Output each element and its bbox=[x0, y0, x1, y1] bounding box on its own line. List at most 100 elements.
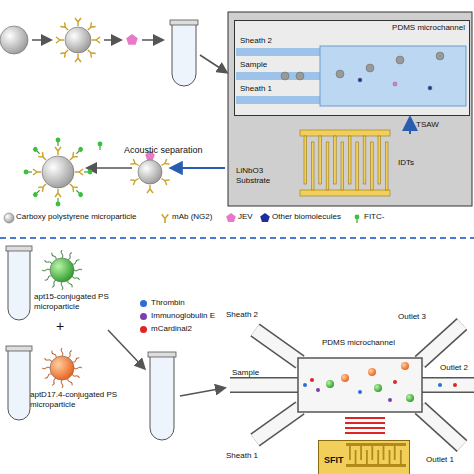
legend-icon bbox=[260, 213, 270, 222]
channel-lumen bbox=[420, 408, 462, 446]
channel-lumen bbox=[230, 379, 300, 392]
channel-wall bbox=[230, 377, 300, 393]
channel-wall bbox=[255, 330, 300, 362]
legend-text: Immunoglobulin E bbox=[151, 311, 215, 321]
channel-particle bbox=[374, 384, 382, 392]
legend-icon bbox=[226, 213, 236, 222]
idt-finger bbox=[341, 142, 344, 190]
channel-lumen bbox=[255, 408, 300, 440]
idt-finger bbox=[371, 142, 374, 190]
label: Outlet 1 bbox=[426, 455, 454, 465]
legend-icon bbox=[162, 214, 169, 223]
label: Sample bbox=[240, 60, 267, 70]
surface-molecule bbox=[42, 367, 50, 369]
idt-finger bbox=[311, 142, 314, 190]
surface-molecule bbox=[56, 198, 61, 206]
channel-particle bbox=[436, 52, 444, 60]
channel-particle bbox=[281, 72, 289, 80]
apt15-bead bbox=[50, 258, 74, 282]
aptD17-bead bbox=[50, 356, 74, 380]
surface-molecule bbox=[61, 380, 63, 388]
jev-virus bbox=[126, 34, 138, 45]
bus-bar bbox=[346, 443, 406, 446]
surface-molecule bbox=[44, 259, 52, 265]
legend-text: Other biomolecules bbox=[272, 212, 341, 222]
surface-molecule bbox=[130, 176, 140, 185]
label: apt15-conjugated PS microparticle bbox=[34, 292, 126, 311]
channel-lumen bbox=[255, 330, 300, 362]
labelled-microparticle bbox=[42, 156, 74, 188]
channel-particle bbox=[366, 64, 374, 72]
test-tube bbox=[8, 350, 30, 420]
surface-molecule bbox=[75, 18, 81, 26]
surface-molecule bbox=[75, 189, 84, 198]
channel-wall bbox=[420, 324, 462, 362]
surface-molecule bbox=[61, 348, 63, 356]
surface-molecule bbox=[72, 275, 80, 281]
surface-molecule bbox=[61, 250, 63, 258]
label: Sheath 1 bbox=[226, 451, 258, 461]
channel-particle bbox=[341, 374, 349, 382]
idt-finger bbox=[363, 136, 366, 184]
surface-molecule bbox=[75, 169, 83, 175]
surface-molecule bbox=[51, 252, 57, 260]
channel-particle bbox=[453, 383, 457, 387]
channel-lumen bbox=[420, 379, 474, 392]
channel-particle bbox=[393, 380, 397, 384]
legend-text: mAb (NG2) bbox=[172, 212, 212, 222]
surface-molecule bbox=[67, 350, 73, 358]
surface-molecule bbox=[74, 367, 82, 369]
idt-finger bbox=[394, 446, 396, 460]
label: + bbox=[56, 318, 64, 335]
surface-molecule bbox=[130, 159, 140, 168]
label: Acoustic separation bbox=[124, 145, 203, 156]
surface-molecule bbox=[56, 37, 64, 43]
channel-particle bbox=[358, 78, 362, 82]
legend-swatch bbox=[140, 300, 147, 307]
label: Sample bbox=[232, 368, 259, 378]
tube-rim bbox=[6, 246, 32, 251]
surface-molecule bbox=[74, 269, 82, 271]
channel-particle bbox=[406, 394, 414, 402]
channel-particle bbox=[336, 70, 344, 78]
captured-microparticle bbox=[138, 160, 162, 184]
surface-molecule bbox=[24, 170, 32, 175]
surface-molecule bbox=[67, 280, 73, 288]
idt-finger bbox=[400, 450, 402, 464]
surface-molecule bbox=[51, 350, 57, 358]
surface-molecule bbox=[51, 280, 57, 288]
surface-molecule bbox=[32, 189, 41, 198]
channel-box: PDMS microchannel bbox=[234, 20, 470, 116]
surface-molecule bbox=[44, 357, 52, 363]
surface-molecule bbox=[56, 138, 61, 146]
legend-swatch bbox=[140, 326, 147, 333]
surface-molecule bbox=[42, 269, 50, 271]
legend-text: mCardinal2 bbox=[151, 324, 192, 334]
idt-finger bbox=[389, 450, 391, 464]
surface-molecule bbox=[33, 169, 41, 175]
surface-molecule bbox=[75, 146, 84, 155]
channel-particle bbox=[368, 368, 376, 376]
legend-text: JEV bbox=[238, 212, 253, 222]
sfit-box: SFIT bbox=[318, 440, 410, 474]
idt-finger bbox=[348, 136, 351, 184]
surface-molecule bbox=[160, 176, 170, 185]
surface-molecule bbox=[67, 378, 73, 386]
surface-molecule bbox=[44, 275, 52, 281]
test-tube bbox=[8, 250, 30, 320]
channel-particle bbox=[396, 56, 404, 64]
legend-icon bbox=[4, 213, 14, 223]
channel-particle bbox=[401, 362, 409, 370]
label: PDMS microchannel bbox=[322, 338, 395, 348]
legend-icon bbox=[355, 215, 360, 223]
channel-particle bbox=[388, 398, 392, 402]
label: Outlet 2 bbox=[440, 363, 468, 373]
channel-particle bbox=[316, 388, 320, 392]
channel-particle bbox=[326, 380, 334, 388]
channel-particle bbox=[296, 72, 304, 80]
surface-molecule bbox=[32, 146, 41, 155]
bus-bar bbox=[346, 464, 406, 467]
idt-finger bbox=[371, 446, 373, 460]
idt-finger bbox=[378, 136, 381, 184]
